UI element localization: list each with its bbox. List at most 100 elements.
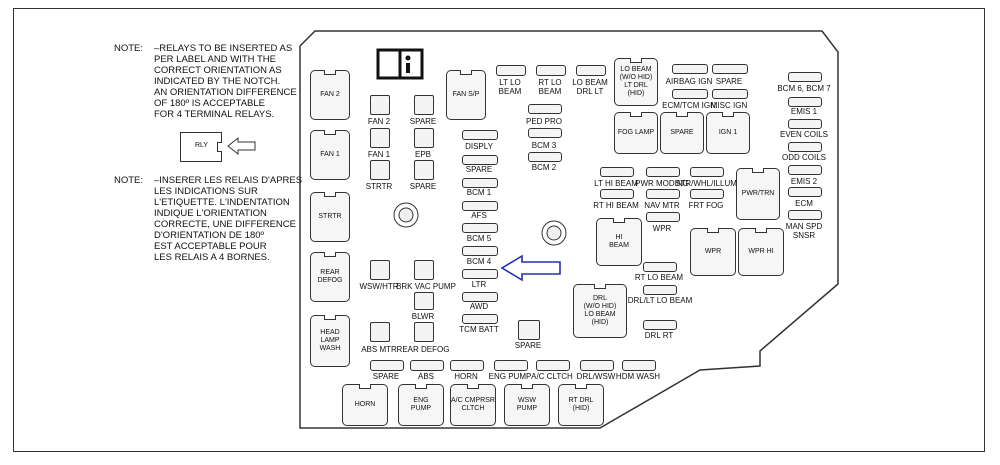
relay-horn: HORN — [342, 384, 388, 426]
fuse-label: LTR — [471, 280, 487, 289]
fuse-nav-mtr — [646, 189, 680, 199]
relay-fan-1: FAN 1 — [310, 130, 350, 180]
fuse-label: FRT FOG — [688, 201, 724, 210]
fuse-bcm-6-bcm-7 — [788, 72, 822, 82]
fuse-label: WPR — [652, 224, 672, 233]
fuse-label: DRL/WSW — [576, 372, 616, 381]
note-text-english: –RELAYS TO BE INSERTED AS PER LABEL AND … — [154, 43, 297, 120]
fuse-fan-2 — [370, 95, 390, 115]
fuse-label: DISPLY — [465, 142, 493, 151]
fuse-awd — [462, 292, 498, 302]
fuse-label: RT LO BEAM — [538, 78, 562, 96]
fuse-label: BCM 1 — [466, 188, 492, 197]
fuse-bcm-4 — [462, 246, 498, 256]
fuse-lo-beam-drl-lt — [576, 65, 606, 76]
fuse-wpr — [646, 212, 680, 222]
fuse-lt-hi-beam — [600, 167, 634, 177]
fuse-label: FAN 1 — [367, 150, 391, 159]
note-text-french: –INSERER LES RELAIS D'APRES LES INDICATI… — [154, 175, 303, 263]
fuse-spare — [414, 95, 434, 115]
relay-fog-lamp: FOG LAMP — [614, 112, 658, 154]
fuse-label: HDM WASH — [615, 372, 661, 381]
fuse-bcm-5 — [462, 223, 498, 233]
fuse-spare — [370, 360, 404, 371]
fuse-label: RT HI BEAM — [593, 201, 639, 210]
fuse-pwr-moding — [646, 167, 680, 177]
note-label: NOTE: — [114, 175, 144, 186]
notch-arrow-icon — [227, 136, 256, 156]
fuse-brk-vac-pump — [414, 260, 434, 280]
relay-rt-drl-hid: RT DRL (HID) — [558, 384, 604, 426]
fuse-label: AIRBAG IGN — [665, 77, 713, 86]
fuse-strtr — [370, 160, 390, 180]
fuse-odd-coils — [788, 142, 822, 152]
fuse-lt-lo-beam — [496, 65, 526, 76]
diagram-frame — [13, 8, 985, 452]
relay-fan-2: FAN 2 — [310, 70, 350, 120]
relay-lo-beam: LO BEAM (W/O HID) LT DRL (HID) — [614, 58, 658, 106]
fuse-spare — [518, 320, 540, 340]
fuse-label: FAN 2 — [367, 117, 391, 126]
fuse-label: EMIS 1 — [790, 107, 818, 116]
fuse-blwr — [414, 292, 434, 310]
fuse-bcm-2 — [528, 152, 562, 162]
relay-icon-label: RLY — [195, 142, 209, 149]
fuse-spare — [462, 155, 498, 165]
fuse-label: BCM 2 — [531, 163, 557, 172]
fuse-ped-pro — [528, 104, 562, 114]
fuse-rt-lo-beam — [643, 262, 677, 272]
fuse-label: AFS — [471, 211, 487, 220]
blue-arrow-icon — [500, 254, 561, 282]
fuse-label: SPARE — [409, 117, 437, 126]
fuse-label: BLWR — [411, 312, 435, 321]
fuse-label: SPARE — [465, 165, 493, 174]
fuse-label: ECM/TCM IGN — [662, 101, 716, 110]
relay-wpr-hi: WPR HI — [738, 228, 784, 276]
fuse-afs — [462, 201, 498, 211]
fuse-label: EPB — [414, 150, 432, 159]
fuse-emis-2 — [788, 165, 822, 175]
fuse-label: NAV MTR — [644, 201, 680, 210]
fuse-abs — [410, 360, 444, 371]
manual-info-icon — [376, 48, 424, 80]
fuse-label: SPARE — [372, 372, 400, 381]
fuse-label: DRL/LT LO BEAM — [627, 296, 693, 305]
fuse-bcm-1 — [462, 178, 498, 188]
relay-drl: DRL (W/O HID) LO BEAM (HID) — [573, 284, 627, 338]
fuse-label: TCM BATT — [459, 325, 499, 334]
fuse-label: LT HI BEAM — [594, 179, 638, 188]
fuse-rt-lo-beam — [536, 65, 566, 76]
fuse-ecm-tcm-ign — [672, 89, 708, 99]
fuse-label: BCM 3 — [531, 141, 557, 150]
fuse-airbag-ign — [672, 64, 708, 74]
fuse-drl-rt — [643, 320, 677, 330]
fuse-label: ABS — [417, 372, 435, 381]
fuse-man-spd-snsr — [788, 210, 822, 220]
relay-pwr-trn: PWR/TRN — [736, 168, 780, 220]
fuse-disply — [462, 130, 498, 140]
fuse-label: BRK VAC PUMP — [396, 282, 456, 291]
fuse-label: PWR MODING — [635, 179, 689, 188]
relay-spare: SPARE — [660, 112, 704, 154]
fuse-label: AWD — [469, 302, 489, 311]
fuse-label: SPARE — [514, 341, 542, 350]
fuse-spare — [712, 64, 748, 74]
fuse-label: SPARE — [409, 182, 437, 191]
relay-hi-beam: HI BEAM — [596, 218, 642, 266]
relay-wsw-pump: WSW PUMP — [504, 384, 550, 426]
fuse-spare — [414, 160, 434, 180]
fuse-label: MAN SPD SNSR — [785, 222, 823, 240]
fuse-fan-1 — [370, 128, 390, 148]
fuse-label: ENG PUMP — [488, 372, 532, 381]
fuse-ltr — [462, 269, 498, 279]
fuse-label: ABS MTR — [361, 345, 397, 354]
fuse-frt-fog — [690, 189, 724, 199]
fuse-hdm-wash — [622, 360, 656, 371]
fuse-eng-pump — [494, 360, 528, 371]
fuse-misc-ign — [712, 89, 748, 99]
relay-orientation-icon: RLY — [180, 132, 222, 162]
note-label: NOTE: — [114, 43, 144, 54]
fuse-label: BCM 4 — [466, 257, 492, 266]
fuse-label: REAR DEFOG — [396, 345, 450, 354]
